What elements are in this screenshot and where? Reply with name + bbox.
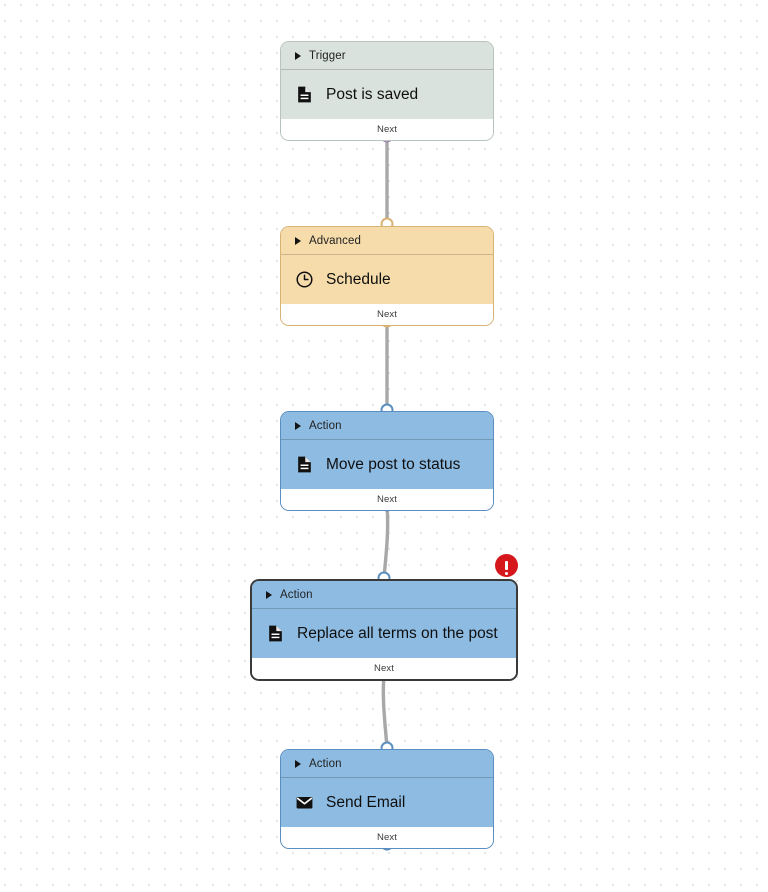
node-footer-next[interactable]: Next: [252, 658, 516, 679]
node-action-move-post-to-status[interactable]: Action Move post to status Next: [280, 411, 494, 511]
node-footer-next[interactable]: Next: [281, 827, 493, 848]
node-kind-label: Action: [309, 757, 342, 770]
node-body[interactable]: Send Email: [281, 777, 493, 827]
node-header[interactable]: Action: [281, 750, 493, 777]
disclosure-triangle-icon[interactable]: [295, 236, 301, 245]
node-title: Send Email: [326, 793, 406, 811]
node-body[interactable]: Move post to status: [281, 439, 493, 489]
node-kind-label: Action: [280, 588, 313, 601]
node-footer-next[interactable]: Next: [281, 489, 493, 510]
node-footer-label: Next: [377, 832, 397, 843]
disclosure-triangle-icon[interactable]: [295, 51, 301, 60]
node-trigger-post-is-saved[interactable]: Trigger Post is saved Next: [280, 41, 494, 141]
disclosure-triangle-icon[interactable]: [295, 759, 301, 768]
node-kind-label: Action: [309, 419, 342, 432]
document-icon: [298, 456, 311, 473]
node-footer-label: Next: [374, 663, 394, 674]
document-icon: [269, 625, 282, 642]
disclosure-triangle-icon[interactable]: [295, 421, 301, 430]
node-footer-label: Next: [377, 494, 397, 505]
node-footer-label: Next: [377, 124, 397, 135]
node-body[interactable]: Post is saved: [281, 69, 493, 119]
node-body[interactable]: Replace all terms on the post: [252, 608, 516, 658]
document-icon: [298, 86, 311, 103]
node-kind-label: Advanced: [309, 234, 361, 247]
node-action-replace-all-terms-on-the-post[interactable]: Action Replace all terms on the post Nex…: [250, 579, 518, 681]
exclamation-mark: [504, 561, 509, 576]
node-advanced-schedule[interactable]: Advanced Schedule Next: [280, 226, 494, 326]
node-header[interactable]: Trigger: [281, 42, 493, 69]
node-kind-label: Trigger: [309, 49, 346, 62]
node-footer-next[interactable]: Next: [281, 119, 493, 140]
envelope-icon: [296, 796, 313, 809]
node-footer-label: Next: [377, 309, 397, 320]
node-title: Replace all terms on the post: [297, 624, 498, 642]
node-body[interactable]: Schedule: [281, 254, 493, 304]
node-header[interactable]: Action: [252, 581, 516, 608]
node-header[interactable]: Action: [281, 412, 493, 439]
node-action-send-email[interactable]: Action Send Email Next: [280, 749, 494, 849]
node-header[interactable]: Advanced: [281, 227, 493, 254]
connector-replace-terms-to-send-email: [381, 673, 389, 749]
node-title: Move post to status: [326, 455, 461, 473]
node-footer-next[interactable]: Next: [281, 304, 493, 325]
connector-move-post-to-replace-terms: [382, 504, 390, 579]
clock-icon: [296, 271, 313, 288]
node-title: Post is saved: [326, 85, 419, 103]
node-title: Schedule: [326, 270, 391, 288]
error-badge-icon[interactable]: [495, 554, 518, 577]
disclosure-triangle-icon[interactable]: [266, 590, 272, 599]
